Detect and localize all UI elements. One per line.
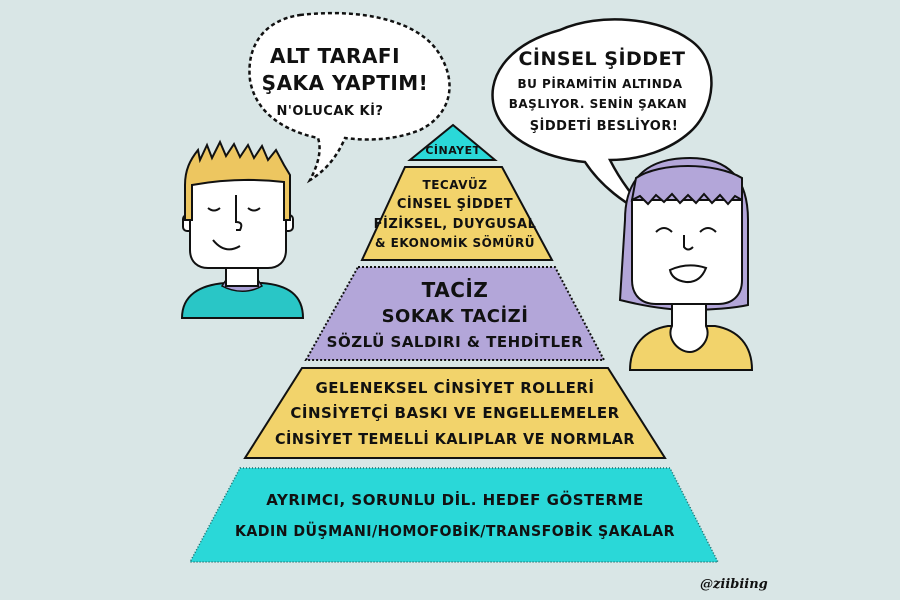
pyramid-level-third: TACİZ SOKAK TACİZİ SÖZLÜ SALDIRI & TEHDİ… bbox=[304, 266, 606, 361]
pyramid-level-third-shape bbox=[304, 266, 606, 361]
pyramid-level-second: TECAVÜZ CİNSEL ŞİDDET FİZİKSEL, DUYGUSAL… bbox=[360, 166, 554, 261]
pyramid-level-second-line-1: TECAVÜZ bbox=[423, 177, 488, 192]
pyramid-level-top: CİNAYET bbox=[407, 123, 498, 161]
right-bubble-outline bbox=[491, 18, 713, 217]
boy-hair bbox=[184, 139, 291, 221]
girl-eye-right bbox=[699, 227, 717, 233]
boy-eye-right bbox=[247, 207, 261, 212]
pyramid-level-fourth-line-1: GELENEKSEL CİNSİYET ROLLERİ bbox=[315, 378, 594, 397]
right-bubble-line-4: ŞİDDETİ BESLİYOR! bbox=[530, 118, 679, 134]
violence-pyramid: CİNAYET TECAVÜZ CİNSEL ŞİDDET FİZİKSEL, … bbox=[188, 123, 720, 563]
girl-bangs bbox=[630, 165, 743, 206]
pyramid-level-top-shape bbox=[407, 123, 498, 161]
pyramid-level-fourth-line-2: CİNSİYETÇİ BASKI VE ENGELLEMELER bbox=[290, 403, 619, 422]
left-bubble-line-3: N'OLUCAK Kİ? bbox=[277, 103, 384, 119]
right-bubble-line-3: BAŞLIYOR. SENİN ŞAKAN bbox=[509, 96, 687, 111]
girl-mouth bbox=[668, 264, 708, 284]
boy-nose bbox=[235, 195, 243, 231]
artist-credit: @ziibiing bbox=[700, 577, 768, 592]
pyramid-level-third-line-1: TACİZ bbox=[422, 278, 489, 302]
pyramid-level-fourth: GELENEKSEL CİNSİYET ROLLERİ CİNSİYETÇİ B… bbox=[243, 367, 667, 459]
girl-neck bbox=[669, 299, 709, 354]
right-bubble-line-2: BU PİRAMİTİN ALTINDA bbox=[517, 76, 682, 91]
girl-eye-left bbox=[655, 227, 673, 233]
pyramid-level-second-line-4: & EKONOMİK SÖMÜRÜ bbox=[375, 235, 535, 250]
boy-character bbox=[180, 139, 305, 319]
pyramid-level-third-line-3: SÖZLÜ SALDIRI & TEHDİTLER bbox=[327, 332, 584, 351]
pyramid-level-base-line-2: KADIN DÜŞMANI/HOMOFOBİK/TRANSFOBİK ŞAKAL… bbox=[235, 521, 675, 540]
boy-shirt bbox=[180, 282, 305, 319]
left-speech-bubble: ALT TARAFI ŞAKA YAPTIM! N'OLUCAK Kİ? bbox=[248, 11, 451, 184]
pyramid-level-fourth-shape bbox=[243, 367, 667, 459]
right-bubble-line-1: CİNSEL ŞİDDET bbox=[518, 46, 685, 70]
boy-eye-left bbox=[207, 207, 221, 212]
left-bubble-outline bbox=[248, 11, 451, 184]
pyramid-level-second-shape bbox=[360, 166, 554, 261]
pyramid-level-base-line-1: AYRIMCI, SORUNLU DİL. HEDEF GÖSTERME bbox=[266, 490, 643, 509]
boy-face bbox=[189, 179, 287, 269]
pyramid-level-base-shape bbox=[188, 467, 720, 563]
pyramid-level-top-line-1: CİNAYET bbox=[425, 143, 480, 157]
girl-face bbox=[631, 199, 743, 305]
pyramid-level-fourth-line-3: CİNSİYET TEMELLİ KALIPLAR VE NORMLAR bbox=[275, 429, 635, 448]
boy-mouth bbox=[212, 239, 241, 251]
left-bubble-line-1: ALT TARAFI bbox=[270, 44, 400, 68]
right-speech-bubble: CİNSEL ŞİDDET BU PİRAMİTİN ALTINDA BAŞLI… bbox=[491, 18, 713, 217]
pyramid-level-third-line-2: SOKAK TACİZİ bbox=[382, 305, 529, 327]
pyramid-level-base: AYRIMCI, SORUNLU DİL. HEDEF GÖSTERME KAD… bbox=[188, 467, 720, 563]
left-bubble-line-2: ŞAKA YAPTIM! bbox=[262, 71, 429, 95]
pyramid-level-second-line-3: FİZİKSEL, DUYGUSAL bbox=[374, 216, 537, 232]
pyramid-level-second-line-2: CİNSEL ŞİDDET bbox=[397, 196, 513, 212]
girl-nose bbox=[683, 235, 694, 251]
girl-character bbox=[618, 156, 754, 371]
